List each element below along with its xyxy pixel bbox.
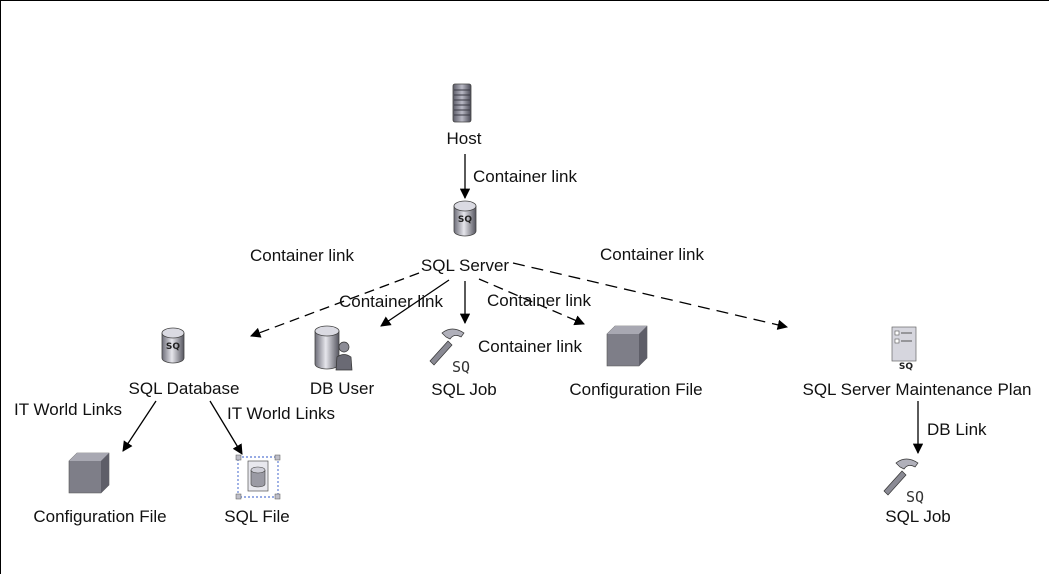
link-labels: Container link Container link Container … [14, 167, 987, 439]
node-configuration-file[interactable]: Configuration File [569, 325, 703, 399]
node-label-configuration-file: Configuration File [569, 380, 702, 399]
node-label-sql-file: SQL File [224, 507, 290, 526]
node-label-sql-server-maintenance-plan: SQL Server Maintenance Plan [803, 380, 1032, 399]
link-db-sqlfile[interactable] [209, 400, 243, 455]
cube-icon [606, 325, 648, 367]
database-icon: SQ [453, 200, 477, 237]
node-label-configuration-file-lower: Configuration File [33, 507, 166, 526]
sql-file-icon [235, 454, 281, 500]
node-configuration-file-lower[interactable]: Configuration File [33, 452, 167, 526]
database-icon: SQ [161, 327, 185, 364]
cube-icon [68, 452, 110, 494]
node-sql-file[interactable]: SQL File [224, 454, 290, 526]
node-host[interactable]: Host [447, 83, 482, 148]
svg-text:SQ: SQ [899, 362, 913, 372]
plan-icon: SQ [891, 326, 917, 372]
link-server-config[interactable] [478, 278, 585, 326]
node-label-host: Host [447, 129, 482, 148]
node-sql-database[interactable]: SQ SQL Database [129, 327, 240, 398]
hammer-icon: SQ [883, 458, 924, 506]
server-icon [452, 83, 472, 123]
node-label-sql-database: SQL Database [129, 379, 240, 398]
link-label-db-sqlfile: IT World Links [227, 404, 335, 423]
links [122, 154, 924, 455]
node-sql-server-maintenance-plan[interactable]: SQ SQL Server Maintenance Plan [803, 326, 1032, 399]
link-label-db-config: IT World Links [14, 400, 122, 419]
link-label-host-server: Container link [473, 167, 577, 186]
node-sql-job[interactable]: SQ SQL Job [429, 328, 497, 399]
svg-text:SQ: SQ [452, 358, 470, 376]
node-label-sql-job-lower: SQL Job [885, 507, 951, 526]
link-label-server-dbuser: Container link [339, 292, 443, 311]
node-db-user[interactable]: DB User [310, 325, 375, 398]
link-label-server-database: Container link [250, 246, 354, 265]
link-label-server-job-lower: Container link [478, 337, 582, 356]
link-label-plan-job: DB Link [927, 420, 987, 439]
node-sql-server[interactable]: SQ SQL Server [421, 200, 510, 275]
svg-text:SQ: SQ [458, 215, 472, 225]
node-label-sql-server: SQL Server [421, 256, 510, 275]
svg-text:SQ: SQ [166, 342, 180, 352]
link-label-server-config: Container link [487, 291, 591, 310]
node-label-db-user: DB User [310, 379, 375, 398]
link-db-config[interactable] [122, 400, 157, 452]
svg-text:SQ: SQ [906, 488, 924, 506]
link-server-plan[interactable] [512, 262, 789, 330]
link-server-dbuser[interactable] [380, 279, 450, 327]
node-label-sql-job: SQL Job [431, 380, 497, 399]
node-sql-job-lower[interactable]: SQ SQL Job [883, 458, 951, 526]
link-label-server-plan: Container link [600, 245, 704, 264]
link-server-database[interactable] [250, 272, 420, 338]
db-user-icon [314, 325, 353, 371]
hammer-icon: SQ [429, 328, 470, 376]
